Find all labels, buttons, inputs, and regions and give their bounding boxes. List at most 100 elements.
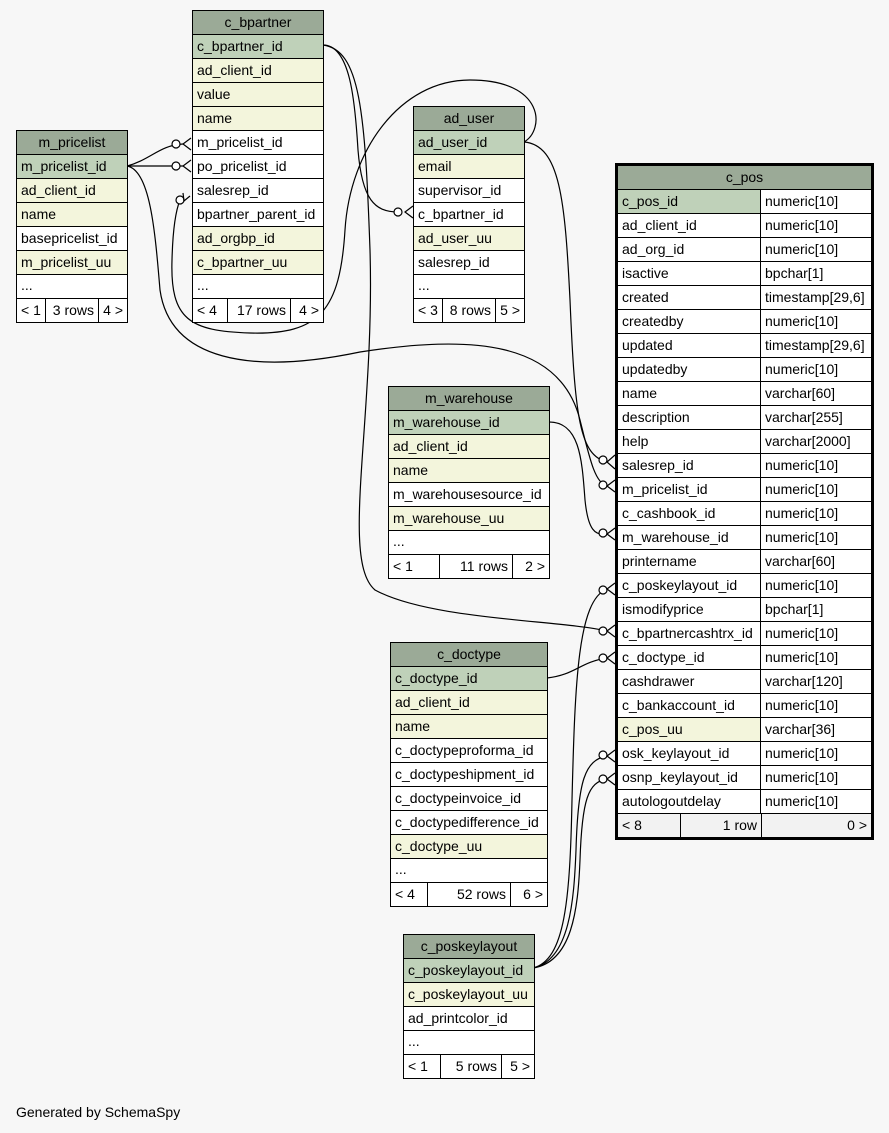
- table-ad_user[interactable]: ad_user ad_user_id email supervisor_id c…: [413, 106, 525, 323]
- column-type: varchar[36]: [760, 718, 871, 741]
- column-name: name: [17, 203, 127, 226]
- column-name: value: [193, 83, 323, 106]
- column-name: c_poskeylayout_id: [404, 959, 534, 982]
- column-name: ad_orgbp_id: [193, 227, 323, 250]
- children-count[interactable]: 4 >: [299, 302, 319, 318]
- column-name: updatedby: [622, 361, 688, 377]
- table-footer: < 3 8 rows 5 >: [414, 299, 524, 322]
- table-row: c_cashbook_id numeric[10]: [618, 502, 871, 526]
- column-name: m_pricelist_id: [622, 481, 708, 497]
- children-count[interactable]: 5 >: [510, 1058, 530, 1074]
- column-name: isactive: [622, 265, 669, 281]
- table-title[interactable]: c_poskeylayout: [404, 935, 534, 959]
- column-name: c_cashbook_id: [622, 505, 716, 521]
- column-type: numeric[10]: [760, 310, 871, 333]
- table-m_warehouse[interactable]: m_warehouse m_warehouse_id ad_client_id …: [388, 386, 550, 579]
- column-type: numeric[10]: [760, 358, 871, 381]
- parents-count[interactable]: < 1: [389, 555, 440, 578]
- children-count[interactable]: 2 >: [525, 558, 545, 574]
- column-type: bpchar[1]: [760, 598, 871, 621]
- table-m_pricelist[interactable]: m_pricelist m_pricelist_id ad_client_id …: [16, 130, 128, 323]
- more-columns: ...: [395, 861, 407, 877]
- table-footer: < 1 5 rows 5 >: [404, 1055, 534, 1078]
- table-c_poskeylayout[interactable]: c_poskeylayout c_poskeylayout_id c_poske…: [403, 934, 535, 1079]
- parents-count[interactable]: < 1: [404, 1055, 441, 1078]
- column-name: salesrep_id: [197, 182, 269, 198]
- row-count: 1 row: [681, 814, 762, 837]
- column-name: m_warehouse_uu: [389, 507, 549, 530]
- column-name: po_pricelist_id: [197, 158, 287, 174]
- table-c_doctype[interactable]: c_doctype c_doctype_id ad_client_id name…: [390, 642, 548, 907]
- column-type: numeric[10]: [760, 574, 871, 597]
- table-title[interactable]: ad_user: [414, 107, 524, 131]
- parents-count[interactable]: < 4: [391, 883, 428, 906]
- parents-count[interactable]: < 4: [193, 299, 228, 322]
- column-type: numeric[10]: [760, 502, 871, 525]
- children-count[interactable]: 4 >: [103, 302, 123, 318]
- column-type: numeric[10]: [760, 214, 871, 237]
- more-columns: ...: [393, 533, 405, 549]
- table-title[interactable]: c_doctype: [391, 643, 547, 667]
- row-count: 5 rows: [441, 1055, 502, 1078]
- column-name: salesrep_id: [622, 457, 694, 473]
- column-name: m_warehouse_id: [622, 529, 729, 545]
- column-type: timestamp[29,6]: [760, 334, 871, 357]
- table-row: createdby numeric[10]: [618, 310, 871, 334]
- column-name: m_pricelist_id: [17, 155, 127, 178]
- column-name: supervisor_id: [418, 182, 502, 198]
- column-name: c_doctype_id: [622, 649, 705, 665]
- row-count: 3 rows: [46, 299, 99, 322]
- table-footer: < 4 52 rows 6 >: [391, 883, 547, 906]
- table-row: printername varchar[60]: [618, 550, 871, 574]
- column-name: c_doctype_id: [391, 667, 547, 690]
- table-c_bpartner[interactable]: c_bpartner c_bpartner_id ad_client_id va…: [192, 10, 324, 323]
- column-name: ad_user_id: [414, 131, 524, 154]
- column-name: m_warehouse_id: [389, 411, 549, 434]
- column-name: ad_client_id: [389, 435, 549, 458]
- table-footer: < 1 3 rows 4 >: [17, 299, 127, 322]
- column-type: numeric[10]: [760, 766, 871, 789]
- column-type: varchar[60]: [760, 550, 871, 573]
- column-name: c_poskeylayout_uu: [404, 983, 534, 1006]
- column-type: numeric[10]: [760, 454, 871, 477]
- column-name: printername: [622, 553, 697, 569]
- parents-count[interactable]: < 3: [414, 299, 443, 322]
- column-type: varchar[120]: [760, 670, 871, 693]
- column-name: c_bpartner_uu: [193, 251, 323, 274]
- column-type: numeric[10]: [760, 742, 871, 765]
- column-name: ismodifyprice: [622, 601, 704, 617]
- column-type: numeric[10]: [760, 190, 871, 213]
- column-name: createdby: [622, 313, 684, 329]
- edge-pos-osnp: [532, 778, 608, 969]
- table-title[interactable]: m_pricelist: [17, 131, 127, 155]
- table-row: ismodifyprice bpchar[1]: [618, 598, 871, 622]
- edge-pos-warehouse: [548, 421, 608, 535]
- column-type: numeric[10]: [760, 238, 871, 261]
- column-name: ad_client_id: [391, 691, 547, 714]
- column-type: varchar[2000]: [760, 430, 871, 453]
- column-name: ad_user_uu: [414, 227, 524, 250]
- column-name: osnp_keylayout_id: [622, 769, 738, 785]
- column-name: help: [622, 433, 649, 449]
- parents-count[interactable]: < 8: [618, 814, 681, 837]
- table-title[interactable]: m_warehouse: [389, 387, 549, 411]
- column-type: numeric[10]: [760, 790, 871, 813]
- children-count[interactable]: 0 >: [847, 817, 867, 833]
- edge-user-bpartner: [322, 44, 399, 213]
- table-title[interactable]: c_bpartner: [193, 11, 323, 35]
- generated-by-note: Generated by SchemaSpy: [16, 1104, 181, 1120]
- table-title[interactable]: c_pos: [618, 166, 871, 190]
- children-count[interactable]: 6 >: [523, 886, 543, 902]
- children-count[interactable]: 5 >: [500, 302, 520, 318]
- column-name: name: [193, 107, 323, 130]
- parents-count[interactable]: < 1: [17, 299, 46, 322]
- column-name: c_doctype_uu: [391, 835, 547, 858]
- edge-pos-salesrep-aduser: [523, 141, 608, 463]
- row-count: 8 rows: [443, 299, 496, 322]
- column-name: ad_client_id: [17, 179, 127, 202]
- edge-bp-salesrep-aduser: [171, 79, 537, 334]
- column-name: c_bpartner_id: [193, 35, 323, 58]
